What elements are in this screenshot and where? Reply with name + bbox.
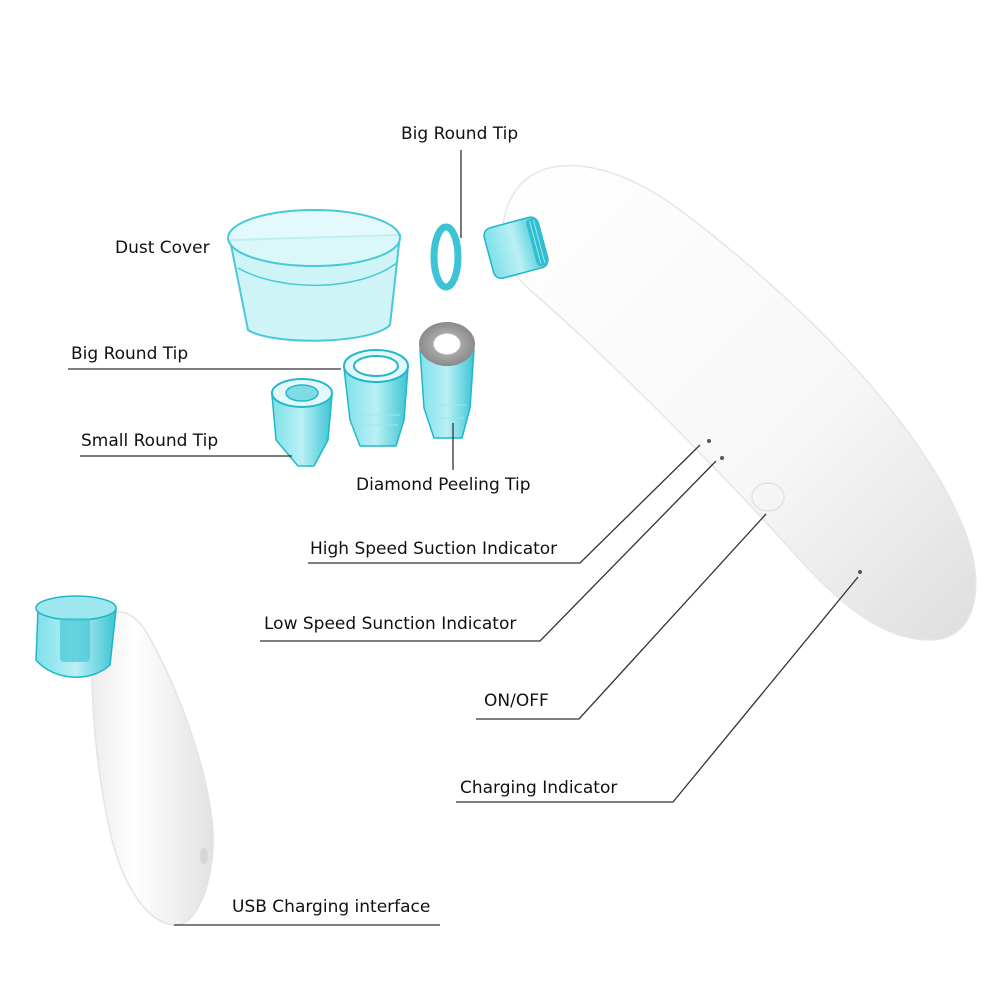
- label-high-speed-indicator: High Speed Suction Indicator: [310, 539, 558, 559]
- label-low-speed-indicator: Low Speed Sunction Indicator: [264, 614, 517, 634]
- on-off-button: [751, 482, 785, 512]
- diamond-peeling-tip: [419, 322, 475, 439]
- leader-charging: [456, 576, 859, 803]
- main-device: [430, 164, 977, 641]
- main-device-body: [501, 164, 977, 641]
- attached-tip: [483, 216, 549, 280]
- label-big-round-tip-left: Big Round Tip: [71, 344, 189, 364]
- label-dust-cover: Dust Cover: [115, 238, 210, 258]
- big-round-tip: [343, 349, 409, 447]
- leader-lines: [68, 150, 859, 926]
- label-small-round-tip: Small Round Tip: [81, 431, 219, 451]
- secondary-device-side-button: [200, 848, 208, 864]
- label-charging-indicator: Charging Indicator: [460, 778, 618, 798]
- low-speed-indicator-dot: [720, 456, 724, 460]
- label-usb-charging-interface: USB Charging interface: [232, 897, 431, 917]
- big-round-tip-ring: [430, 223, 462, 291]
- dust-cover: [227, 209, 402, 342]
- label-big-round-tip-top: Big Round Tip: [401, 124, 519, 144]
- label-diamond-peeling-tip: Diamond Peeling Tip: [356, 475, 531, 495]
- secondary-device-body: [91, 611, 214, 926]
- label-on-off: ON/OFF: [484, 691, 549, 711]
- secondary-device-tip: [35, 595, 117, 678]
- leader-low-speed: [260, 460, 717, 642]
- small-round-tip: [271, 378, 333, 467]
- charging-indicator-dot: [858, 570, 862, 574]
- leader-on-off: [476, 513, 767, 720]
- secondary-device: [35, 595, 214, 926]
- leader-high-speed: [308, 444, 701, 564]
- high-speed-indicator-dot: [707, 439, 711, 443]
